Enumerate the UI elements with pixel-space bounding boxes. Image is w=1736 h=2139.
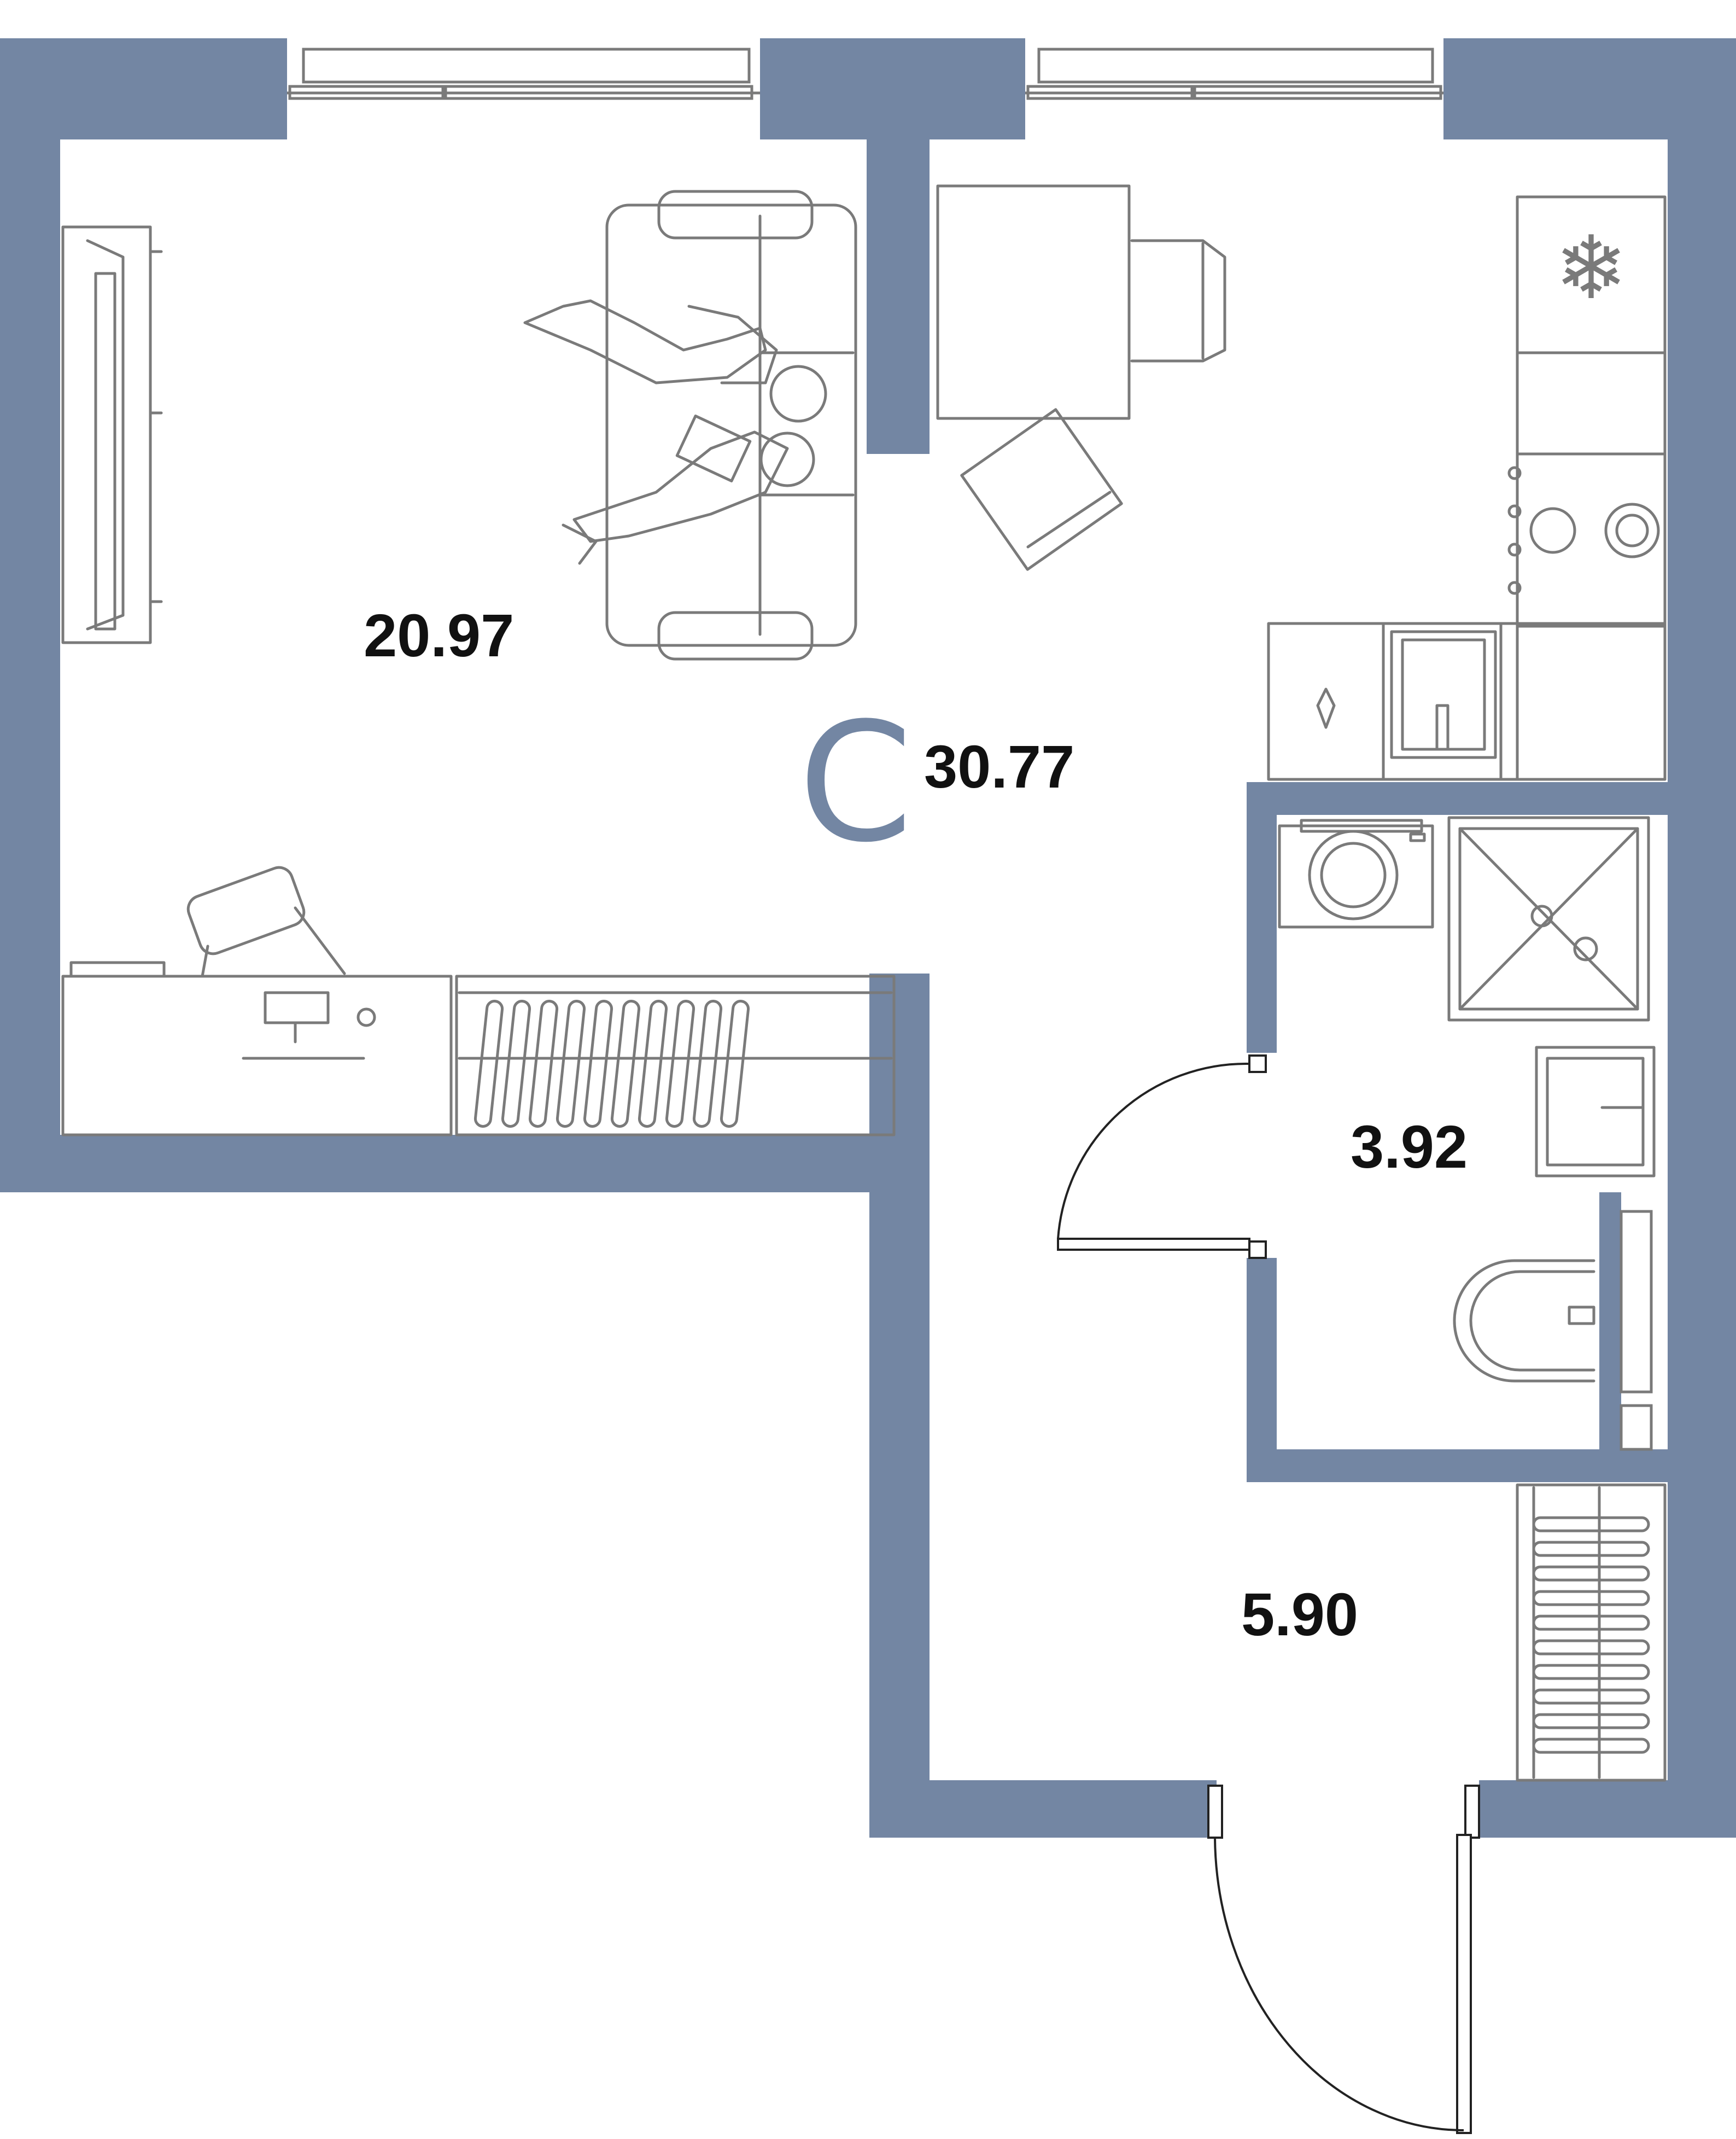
wall-partition-top — [867, 131, 930, 454]
wall-bath-left-upper — [1247, 782, 1277, 1053]
hanger-icon — [692, 1000, 723, 1128]
wall-living-bottom — [0, 1135, 930, 1192]
chair-icon — [186, 866, 346, 978]
chair-icon — [1130, 239, 1226, 363]
walls — [0, 38, 1736, 1838]
wall-bath-right-a — [1599, 1192, 1621, 1455]
area-label-living-kitchen: 20.97 — [364, 602, 514, 669]
wall-hall-bottom-right — [1479, 1780, 1736, 1838]
wall-hall-bottom-left — [869, 1780, 1217, 1838]
dining-table-icon — [936, 184, 1131, 420]
hanger-icon — [556, 1000, 586, 1128]
armchair-icon — [960, 408, 1123, 571]
hanger-icon — [474, 1000, 504, 1128]
washbasin-icon — [1535, 1046, 1656, 1178]
toilet-icon — [1453, 1259, 1595, 1383]
hanger-icon — [1532, 1516, 1650, 1532]
hanger-icon — [610, 1000, 641, 1128]
stove-icon — [1507, 466, 1660, 595]
hanger-icon — [501, 1000, 531, 1128]
tv-stand-icon — [61, 225, 163, 644]
sofa-icon — [605, 190, 857, 661]
window-icon — [1025, 38, 1443, 139]
hanger-icon — [1532, 1590, 1650, 1606]
area-label-hallway: 5.90 — [1241, 1581, 1358, 1648]
people-icon — [523, 299, 827, 565]
hanger-icon — [1532, 1738, 1650, 1754]
wall-left — [0, 38, 60, 1192]
wall-bath-top — [1247, 782, 1684, 815]
hanger-icon — [1532, 1565, 1650, 1582]
wall-hall-left — [869, 974, 930, 1838]
wall-right — [1668, 38, 1736, 1838]
apartment-type-label: С — [798, 687, 913, 878]
snowflake-icon: ❄ — [1554, 217, 1628, 319]
monitor-icon — [242, 991, 376, 1060]
wall-top-middle — [760, 38, 1025, 139]
hanger-icon — [1532, 1688, 1650, 1705]
window-icon — [287, 38, 760, 139]
hanger-icon — [1532, 1541, 1650, 1557]
fridge-icon: ❄ — [1554, 217, 1628, 319]
hanger-icon — [583, 1000, 613, 1128]
wall-bath-left-lower — [1247, 1258, 1277, 1482]
hanger-icon — [1532, 1639, 1650, 1656]
sink-icon — [1316, 630, 1497, 759]
wall-bath-bottom — [1247, 1449, 1728, 1482]
door-icon — [1057, 1054, 1480, 2134]
shower-icon — [1447, 816, 1650, 1022]
hanger-icon — [665, 1000, 695, 1128]
desk-icon — [61, 961, 453, 1136]
kitchen-counter — [1267, 195, 1667, 781]
hanger-icon — [1532, 1615, 1650, 1631]
bath-side-panel — [1620, 1210, 1653, 1451]
area-label-bathroom: 3.92 — [1351, 1114, 1468, 1181]
total-area-label: 30.77 — [924, 733, 1074, 801]
wardrobe-icon — [455, 975, 896, 1136]
hanger-icon — [638, 1000, 668, 1128]
hanger-icon — [1532, 1664, 1650, 1680]
washing-machine-icon — [1278, 819, 1434, 929]
hanger-icon — [720, 1000, 750, 1128]
hanger-icon — [1532, 1713, 1650, 1729]
wardrobe-icon — [1516, 1483, 1667, 1782]
hanger-icon — [528, 1000, 559, 1128]
